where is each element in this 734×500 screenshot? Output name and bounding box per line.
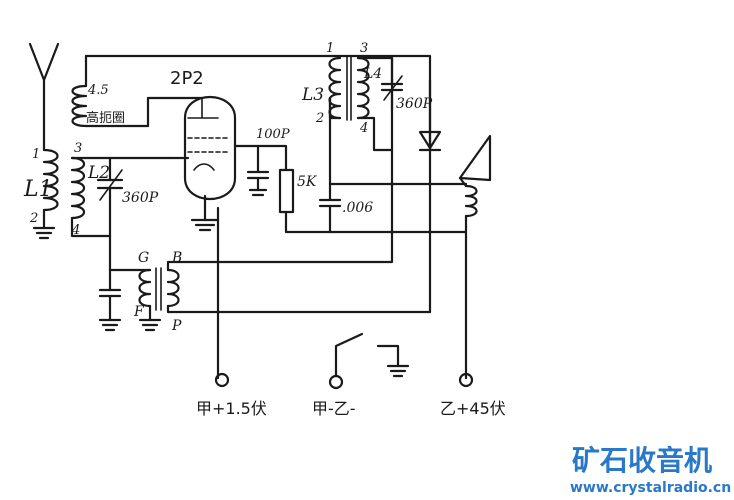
- label-xfmr-G: G: [138, 250, 149, 266]
- coil-choke: [71, 54, 204, 128]
- label-xfmr-B: B: [171, 250, 182, 266]
- terminal-common: [328, 374, 344, 390]
- label-cap-006: .006: [342, 200, 373, 216]
- terminal-a-plus: [214, 372, 230, 388]
- coil-core: [346, 55, 352, 121]
- terminal-b-plus: [458, 372, 474, 388]
- capacitor-006: [318, 96, 342, 234]
- label-l2: L2: [87, 163, 110, 183]
- wire-plate: [233, 144, 288, 172]
- antenna-symbol: [28, 42, 60, 152]
- capacitor-360p-right: [380, 56, 404, 112]
- label-l1: L1: [23, 177, 53, 202]
- ground-l1: [32, 226, 56, 240]
- label-xfmr-F: F: [133, 304, 145, 320]
- coil-l1: [42, 148, 59, 230]
- vacuum-tube: [168, 96, 237, 232]
- coil-l2: [70, 156, 112, 238]
- label-choke-number: 4.5: [87, 83, 109, 98]
- label-l2-pin3: 3: [74, 141, 82, 156]
- capacitor-bypass-left: [98, 288, 122, 332]
- label-choke-text: 高扼圈: [86, 110, 125, 126]
- watermark-url: www.crystalradio.cn: [570, 480, 731, 496]
- label-l4: L4: [363, 66, 382, 82]
- label-res-5k: 5K: [297, 174, 318, 190]
- coil-l4: [356, 56, 370, 120]
- label-l3: L3: [301, 85, 324, 105]
- tube-label: 2P2: [170, 68, 204, 89]
- capacitor-100p: [246, 144, 270, 197]
- label-terminal-b: 乙+45伏: [440, 399, 506, 418]
- label-l4-pin4: 4: [359, 121, 368, 136]
- capacitor-360p-left: [96, 156, 124, 238]
- label-terminal-a: 甲+1.5伏: [196, 399, 267, 418]
- wire-l4-bottom: [356, 116, 394, 152]
- resistor-5k: [278, 168, 468, 234]
- speaker-icon: [328, 134, 492, 380]
- watermark-name: 矿石收音机: [572, 444, 712, 477]
- diode: [418, 130, 442, 314]
- coil-l3: [328, 56, 342, 120]
- label-l4-pin3: 3: [360, 41, 368, 56]
- label-l2-pin4: 4: [71, 223, 80, 238]
- label-l3-pin2: 2: [315, 111, 324, 126]
- label-cap-100p: 100P: [256, 127, 290, 142]
- label-l1-pin1: 1: [32, 147, 40, 162]
- label-l3-pin1: 1: [326, 41, 334, 56]
- wire-l3-bottom: [328, 96, 342, 120]
- label-xfmr-P: P: [171, 318, 182, 334]
- label-cap-360-left: 360P: [122, 190, 159, 206]
- label-cap-360-right: 360P: [396, 96, 433, 112]
- label-terminal-common: 甲-乙-: [312, 399, 356, 418]
- power-switch: [334, 332, 410, 378]
- label-l1-pin2: 2: [29, 211, 38, 226]
- audio-transformer: [138, 148, 432, 332]
